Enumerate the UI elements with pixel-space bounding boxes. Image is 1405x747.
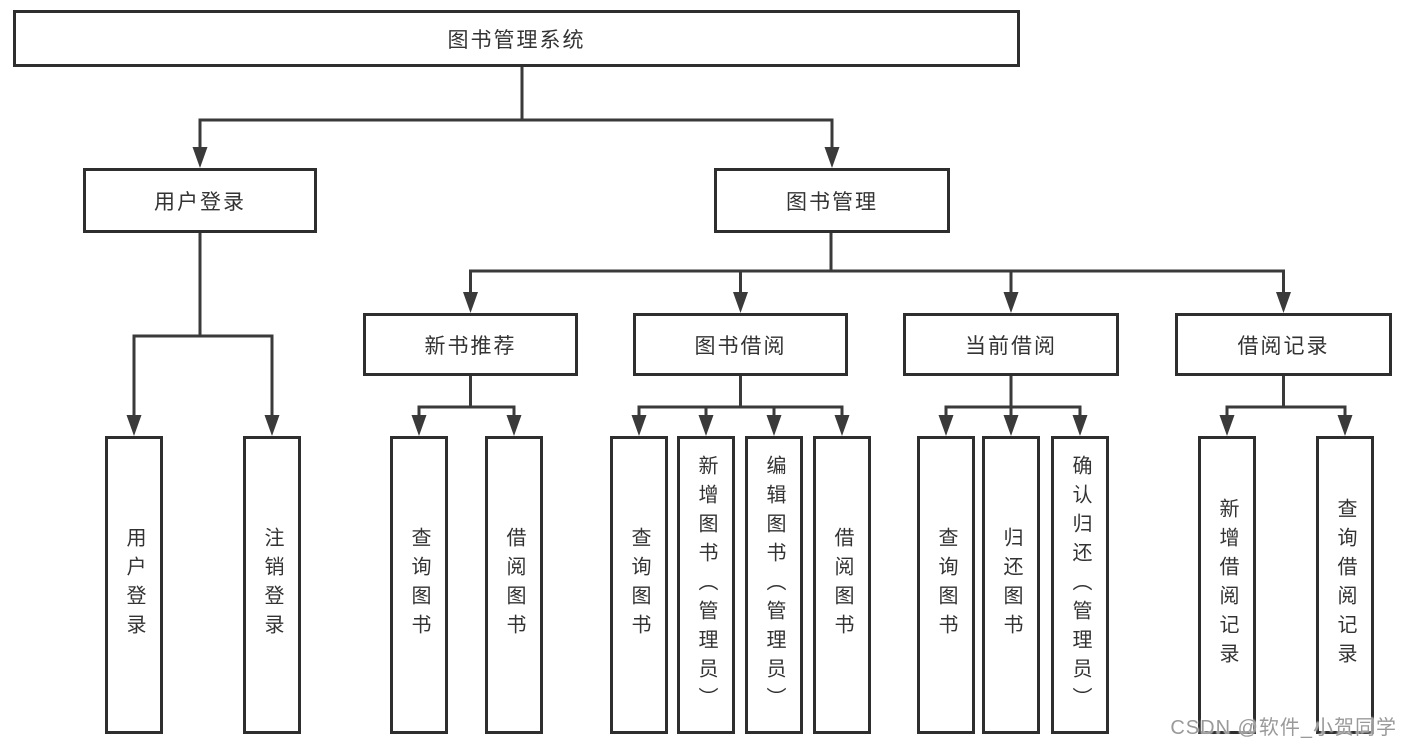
leaf-cb-confirm-return-admin: 确认归还（管理员） bbox=[1051, 436, 1109, 734]
node-root: 图书管理系统 bbox=[13, 10, 1020, 67]
leaf-logout-login-label: 注销登录 bbox=[261, 527, 283, 643]
leaf-cb-confirm-return-admin-label: 确认归还（管理员） bbox=[1069, 454, 1091, 716]
leaf-nb-query-book: 查询图书 bbox=[390, 436, 448, 734]
leaf-nb-query-book-label: 查询图书 bbox=[408, 527, 430, 643]
node-user-login-label: 用户登录 bbox=[154, 190, 246, 214]
leaf-user-login-label: 用户登录 bbox=[123, 527, 145, 643]
node-book-borrow: 图书借阅 bbox=[633, 313, 848, 376]
node-root-label: 图书管理系统 bbox=[447, 28, 586, 52]
node-new-book-recommend-label: 新书推荐 bbox=[424, 334, 517, 358]
node-book-management: 图书管理 bbox=[714, 168, 950, 233]
connector-user-login-to-leaves bbox=[126, 233, 280, 436]
node-book-borrow-label: 图书借阅 bbox=[694, 334, 787, 358]
leaf-bb-query-book-label: 查询图书 bbox=[628, 527, 650, 643]
connector-book-management-to-level2 bbox=[463, 233, 1291, 313]
node-user-login: 用户登录 bbox=[83, 168, 317, 233]
leaf-bb-edit-book-admin: 编辑图书（管理员） bbox=[745, 436, 803, 734]
leaf-bb-query-book: 查询图书 bbox=[610, 436, 668, 734]
leaf-bb-add-book-admin-label: 新增图书（管理员） bbox=[695, 454, 717, 716]
watermark-text: CSDN @软件_小贺同学 bbox=[1170, 717, 1397, 739]
leaf-bb-borrow-book: 借阅图书 bbox=[813, 436, 871, 734]
node-current-borrow: 当前借阅 bbox=[903, 313, 1119, 376]
leaf-cb-query-book: 查询图书 bbox=[917, 436, 975, 734]
connector-book-borrow-to-leaves bbox=[631, 376, 850, 436]
leaf-nb-borrow-book: 借阅图书 bbox=[485, 436, 543, 734]
leaf-user-login: 用户登录 bbox=[105, 436, 163, 734]
leaf-br-query-borrow-record: 查询借阅记录 bbox=[1316, 436, 1374, 734]
node-current-borrow-label: 当前借阅 bbox=[965, 334, 1057, 358]
leaf-cb-return-book: 归还图书 bbox=[982, 436, 1040, 734]
leaf-bb-borrow-book-label: 借阅图书 bbox=[831, 527, 853, 643]
node-new-book-recommend: 新书推荐 bbox=[363, 313, 578, 376]
leaf-br-add-borrow-record-label: 新增借阅记录 bbox=[1216, 498, 1238, 672]
connector-borrow-record-to-leaves bbox=[1219, 376, 1353, 436]
connector-new-book-recommend-to-leaves bbox=[411, 376, 522, 436]
leaf-br-query-borrow-record-label: 查询借阅记录 bbox=[1334, 498, 1356, 672]
leaf-cb-return-book-label: 归还图书 bbox=[1000, 527, 1022, 643]
connector-root-to-level1 bbox=[192, 67, 840, 168]
leaf-br-add-borrow-record: 新增借阅记录 bbox=[1198, 436, 1256, 734]
leaf-logout-login: 注销登录 bbox=[243, 436, 301, 734]
connector-current-borrow-to-leaves bbox=[938, 376, 1088, 436]
node-book-management-label: 图书管理 bbox=[786, 190, 878, 214]
leaf-bb-edit-book-admin-label: 编辑图书（管理员） bbox=[763, 454, 785, 716]
node-borrow-record: 借阅记录 bbox=[1175, 313, 1392, 376]
node-borrow-record-label: 借阅记录 bbox=[1237, 334, 1330, 358]
leaf-cb-query-book-label: 查询图书 bbox=[935, 527, 957, 643]
leaf-nb-borrow-book-label: 借阅图书 bbox=[503, 527, 525, 643]
leaf-bb-add-book-admin: 新增图书（管理员） bbox=[677, 436, 735, 734]
